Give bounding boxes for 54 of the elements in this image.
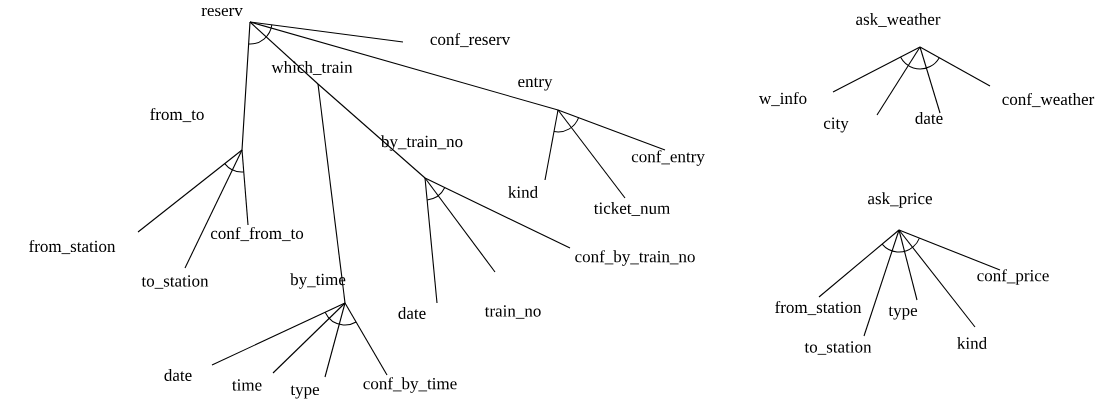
node-label: conf_weather bbox=[1002, 92, 1095, 108]
tree-line bbox=[863, 229, 900, 337]
tree-line bbox=[557, 109, 626, 199]
node-label: kind bbox=[508, 186, 538, 198]
node-label: ask_weather bbox=[856, 13, 941, 27]
tree-line bbox=[137, 149, 243, 233]
tree-line bbox=[919, 46, 991, 87]
node-label: kind bbox=[957, 337, 987, 349]
tree-line bbox=[876, 46, 921, 116]
node-label: from_station bbox=[29, 239, 116, 255]
tree-line bbox=[344, 302, 388, 376]
tree-line bbox=[241, 21, 251, 151]
node-label: type bbox=[290, 385, 320, 399]
tree-line bbox=[544, 109, 559, 181]
tree-line bbox=[317, 83, 426, 179]
node-label: conf_by_time bbox=[363, 377, 457, 393]
tree-line bbox=[424, 177, 571, 249]
tree-line bbox=[919, 46, 941, 114]
tree-line bbox=[424, 177, 438, 304]
node-label: ask_price bbox=[868, 192, 932, 208]
node-label: conf_entry bbox=[631, 150, 705, 166]
tree-line bbox=[557, 109, 666, 151]
node-label: type bbox=[888, 306, 918, 320]
tree-line bbox=[317, 83, 346, 304]
node-label: conf_reserv bbox=[430, 32, 511, 48]
node-label: date bbox=[164, 369, 192, 381]
node-label: date bbox=[398, 307, 426, 319]
tree-line bbox=[898, 229, 918, 301]
tree-line bbox=[272, 302, 346, 374]
node-label: city bbox=[823, 117, 849, 133]
node-label: reserv bbox=[201, 7, 243, 17]
tree-line bbox=[324, 302, 346, 378]
tree-line bbox=[249, 21, 404, 43]
node-label: date bbox=[915, 112, 943, 124]
node-label: w_info bbox=[758, 91, 807, 107]
tree-line bbox=[898, 229, 976, 328]
node-label: conf_price bbox=[977, 269, 1049, 285]
node-label: to_station bbox=[804, 341, 872, 355]
node-label: ticket_num bbox=[593, 202, 670, 216]
node-label: time bbox=[232, 379, 262, 391]
node-label: from_station bbox=[775, 300, 862, 316]
node-label: entry bbox=[518, 77, 553, 91]
node-label: train_no bbox=[484, 305, 541, 319]
tree-line bbox=[211, 302, 346, 366]
node-label: conf_from_to bbox=[210, 226, 304, 242]
node-label: to_station bbox=[141, 275, 209, 289]
tree-line bbox=[898, 229, 1001, 271]
tree-line bbox=[184, 149, 243, 269]
node-label: conf_by_train_no bbox=[575, 250, 695, 266]
tree-line bbox=[241, 149, 249, 226]
tree-line bbox=[424, 177, 496, 273]
node-label: from_to bbox=[150, 107, 204, 123]
tree-line bbox=[818, 229, 900, 298]
tree-line bbox=[832, 46, 921, 93]
